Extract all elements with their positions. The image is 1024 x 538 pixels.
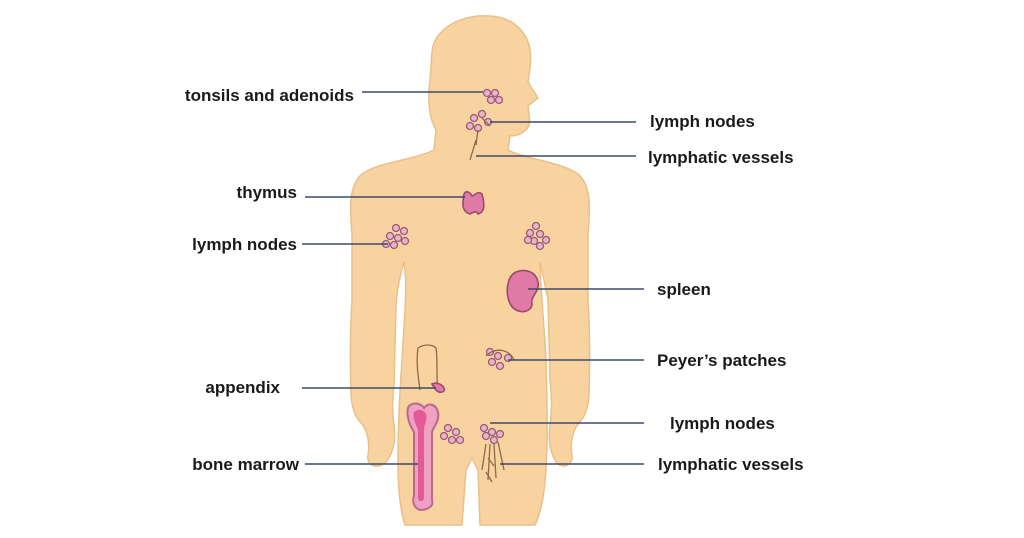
label-lymphatic-vessels-leg: lymphatic vessels (658, 455, 804, 474)
leg-lymphatic-vessels (481, 441, 505, 483)
label-tonsils: tonsils and adenoids (185, 86, 354, 105)
bone-marrow-inner (413, 409, 427, 501)
peyers-patches (485, 347, 515, 371)
label-lymph-nodes-left: lymph nodes (192, 235, 297, 254)
leader-lines (302, 91, 644, 465)
appendix-organ (430, 382, 446, 393)
label-spleen: spleen (657, 280, 711, 299)
label-lymph-nodes-neck: lymph nodes (650, 112, 755, 131)
label-bone-marrow: bone marrow (192, 455, 300, 474)
body-outline (349, 15, 591, 526)
left-armpit-lymph-nodes (381, 223, 410, 250)
label-appendix: appendix (205, 378, 280, 397)
thymus-organ (462, 191, 485, 215)
label-thymus: thymus (237, 183, 297, 202)
right-armpit-lymph-nodes (523, 221, 551, 251)
organs (381, 88, 551, 512)
label-peyers-patches: Peyer’s patches (657, 351, 786, 370)
groin-lymph-nodes (439, 423, 505, 445)
body-silhouette (349, 15, 591, 526)
spleen-organ (506, 269, 540, 313)
tonsils-nodes (482, 88, 504, 105)
labels: tonsils and adenoids thymus lymph nodes … (185, 86, 804, 474)
label-lymph-nodes-groin: lymph nodes (670, 414, 775, 433)
neck-lymph-nodes (465, 109, 493, 161)
label-lymphatic-vessels-neck: lymphatic vessels (648, 148, 794, 167)
